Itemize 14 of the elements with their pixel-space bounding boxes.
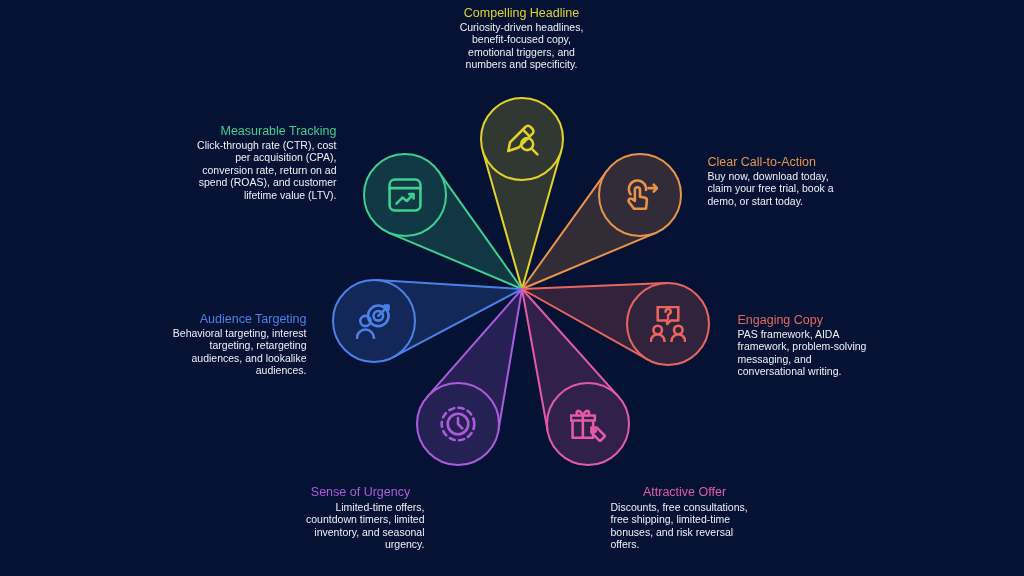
description-text: Discounts, free consultations, free shipping, limited-time bonuses, and risk reversal offers.: [610, 500, 749, 551]
description-text: Click-through rate (CTR), cost per acquisition (CPA), conversion rate, return on ad spend (ROAS), and customer lifetime value (LTV).: [196, 138, 337, 201]
heading: Audience Targeting: [199, 311, 307, 326]
heading: Attractive Offer: [642, 484, 727, 499]
heading: Clear Call-to-Action: [707, 154, 816, 169]
heading: Measurable Tracking: [220, 123, 337, 138]
heading: Engaging Copy: [737, 312, 823, 327]
heading: Sense of Urgency: [310, 484, 411, 499]
description-text: Curiosity-driven headlines, benefit-focused copy, emotional triggers, and numbers and specificity.: [458, 20, 585, 71]
heading: Compelling Headline: [463, 5, 580, 20]
description-text: Limited-time offers, countdown timers, limited inventory, and seasonal urgency.: [305, 500, 425, 551]
description-text: Behavioral targeting, interest targeting, retargeting audiences, and lookalike audiences.: [171, 326, 307, 377]
description-text: Buy now, download today, claim your free trial, book a demo, or start today.: [707, 169, 835, 207]
description-text: PAS framework, AIDA framework, problem-solving messaging, and conversational writing.: [737, 327, 868, 378]
